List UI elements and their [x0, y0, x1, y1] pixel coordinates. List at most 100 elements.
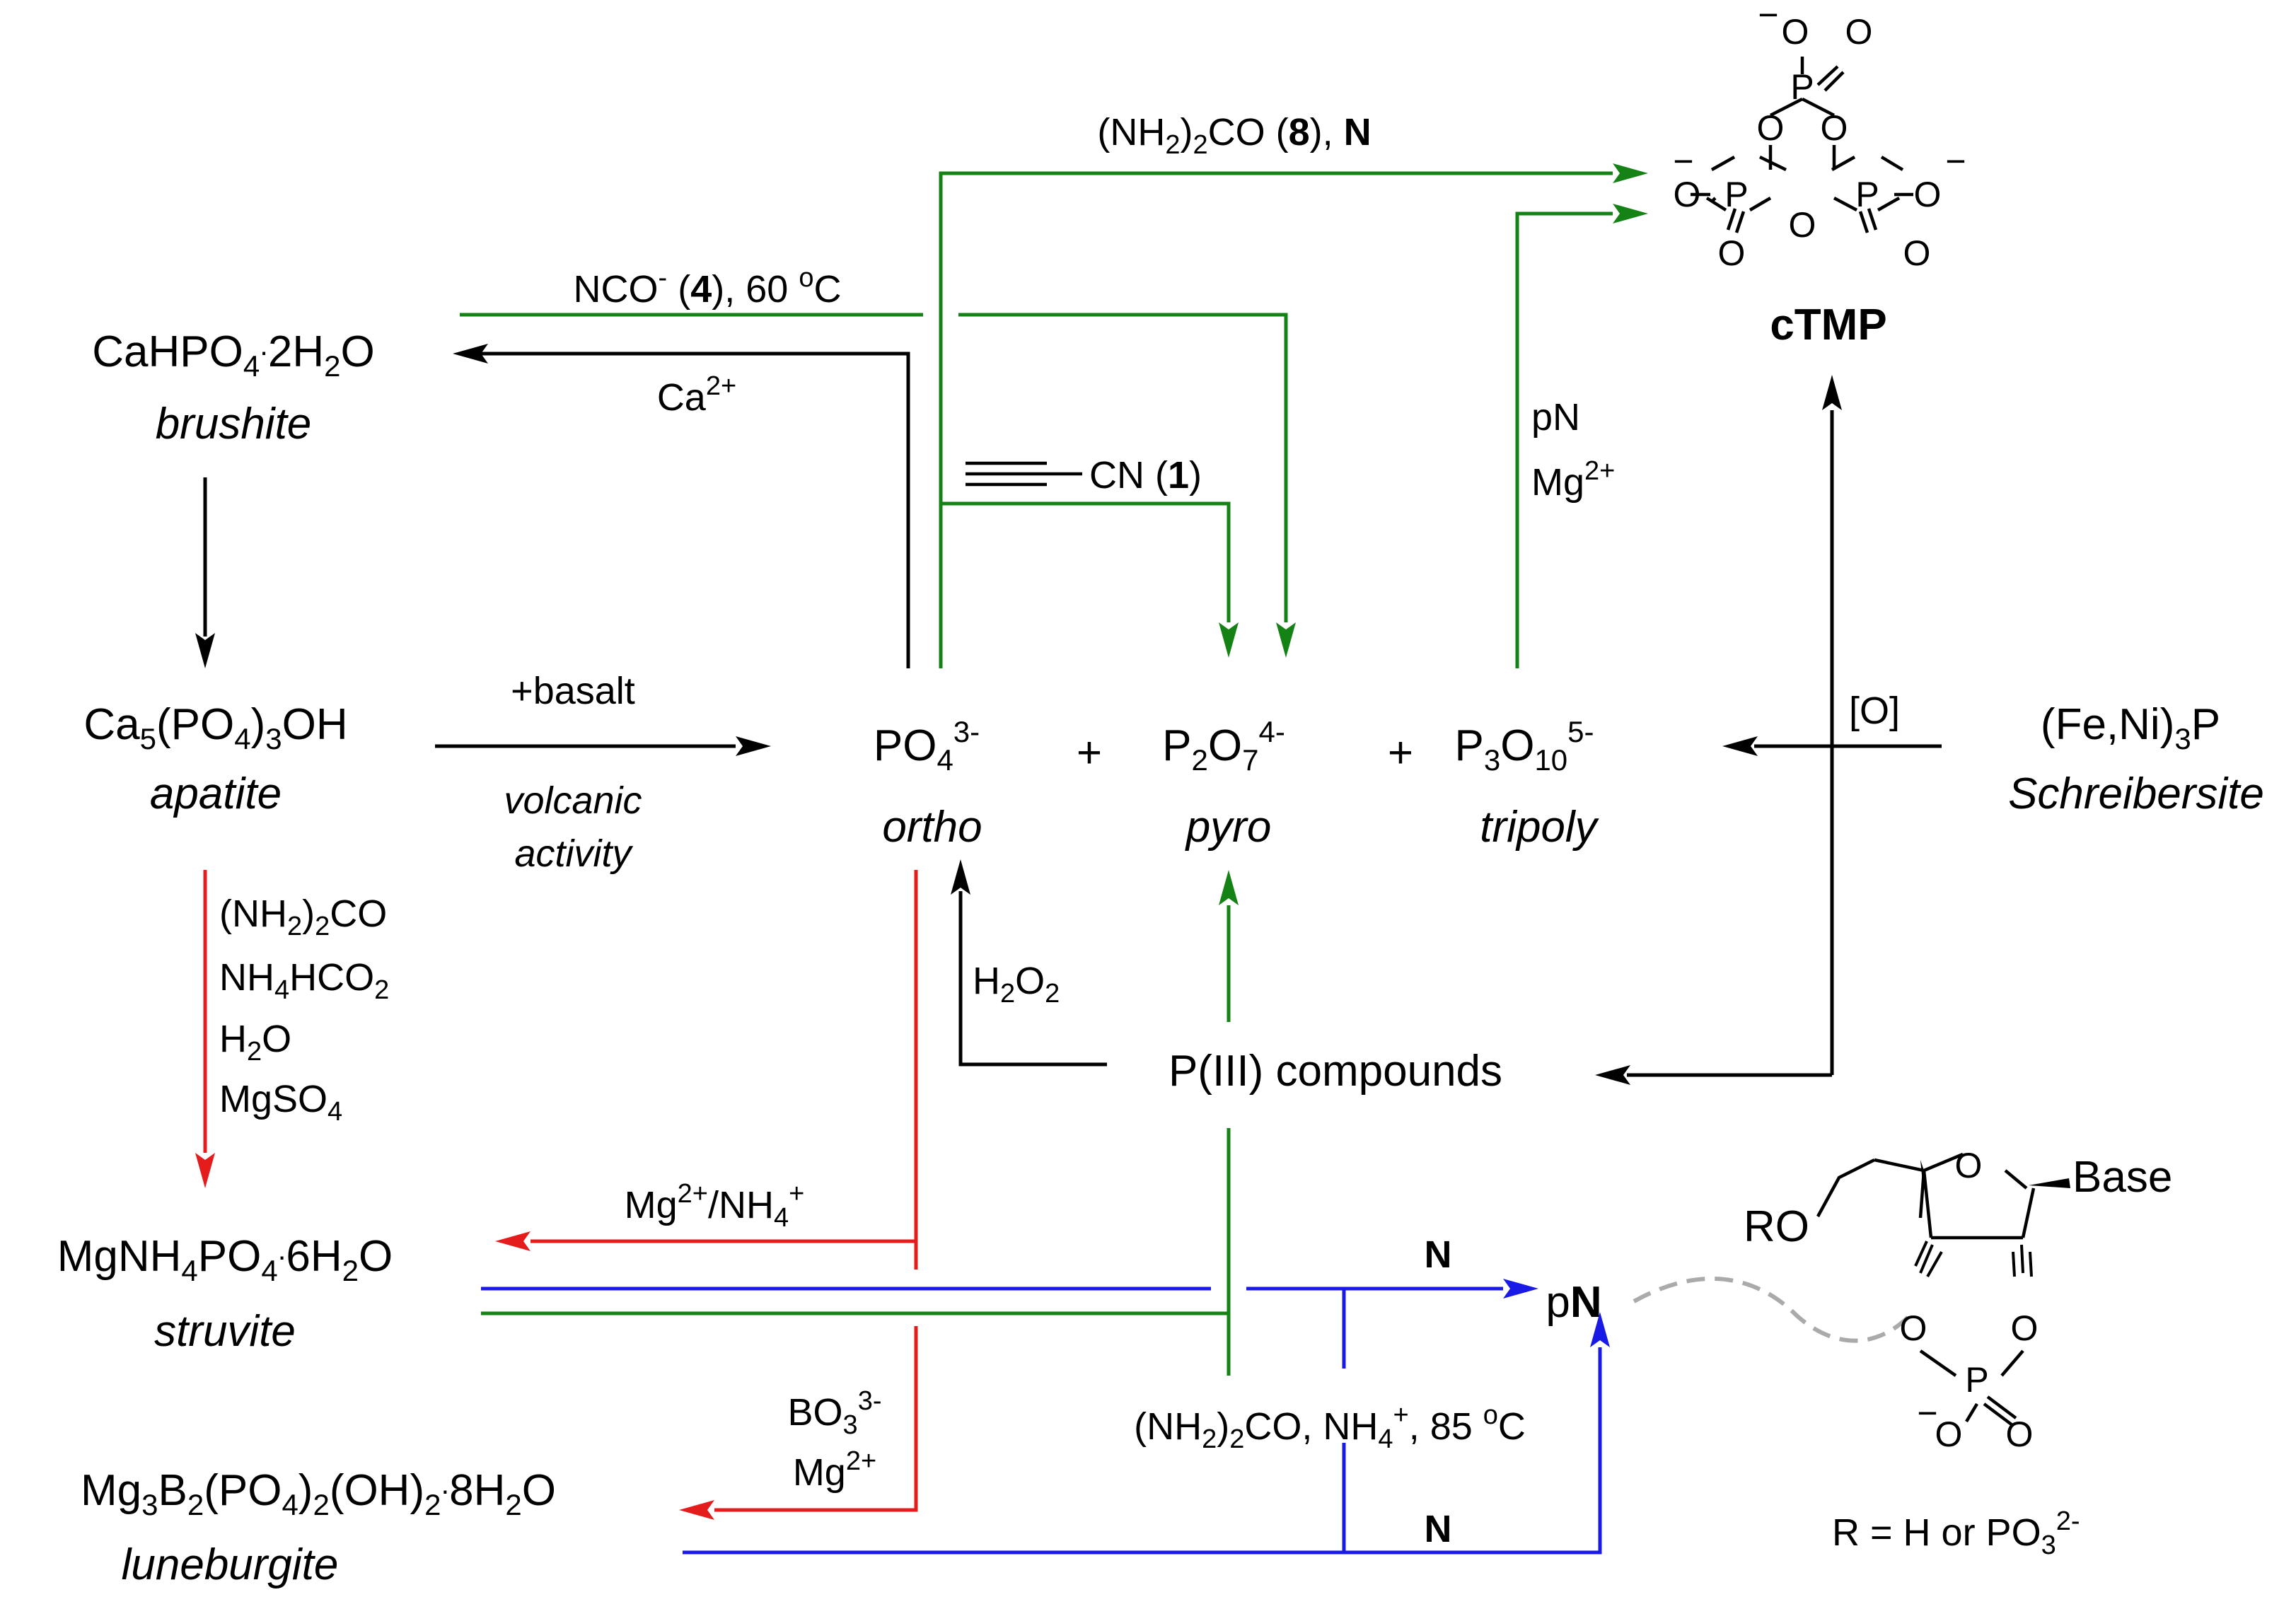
ctmp-atoms: P O − O O O P P O O − O − O O	[1673, 0, 1966, 273]
cyclic-phosphate-bonds	[1919, 1349, 2024, 1427]
brushite-formula: CaHPO4.2H2O	[92, 327, 375, 383]
oxidation-condition: [O]	[1849, 690, 1900, 732]
activity-condition: activity	[514, 832, 633, 875]
arrowhead	[1722, 736, 1758, 756]
wedge-bond	[1920, 1160, 1924, 1183]
ctmp-atom-o: O	[1914, 175, 1942, 214]
urea-reagent: (NH2)2CO	[219, 893, 387, 941]
phosphate-oxygen: O	[2011, 1308, 2039, 1348]
mineral-brushite: CaHPO4.2H2O brushite	[92, 327, 375, 448]
ortho-formula: PO43-	[874, 715, 980, 777]
hashed-bond	[1914, 1241, 1943, 1277]
peroxide-condition: H2O2	[973, 960, 1060, 1009]
apatite-formula: Ca5(PO4)3OH	[83, 700, 347, 755]
mineral-apatite: Ca5(PO4)3OH apatite	[83, 700, 347, 818]
phosphate-ortho: PO43- ortho	[874, 715, 982, 852]
arrowhead	[1276, 622, 1296, 658]
magnesium-condition-lower: Mg2+	[793, 1446, 876, 1494]
arrowhead	[495, 1231, 530, 1251]
nucleoside-label-lower: N	[1425, 1508, 1452, 1550]
to-luneburgite-arrow	[714, 1326, 918, 1512]
magnesium-sulfate-reagent: MgSO4	[219, 1078, 342, 1127]
ctmp-structure	[1691, 57, 1913, 233]
nucleoside-label-upper: N	[1425, 1233, 1452, 1276]
borate-condition: BO33-	[788, 1386, 882, 1440]
arrowhead	[195, 633, 215, 668]
ammonium-formate-reagent: NH4HCO2	[219, 956, 389, 1005]
ctmp-ring-bonds-3	[1831, 156, 1904, 171]
ctmp-atom-o: O	[1718, 233, 1746, 273]
schreibersite-name: Schreibersite	[2008, 769, 2264, 818]
arrowhead	[1822, 375, 1842, 410]
arrowhead	[1219, 870, 1239, 905]
mineral-schreibersite: (Fe,Ni)3P Schreibersite	[2008, 700, 2264, 818]
arrowhead	[736, 736, 771, 756]
ctmp-atom-p: P	[1855, 175, 1879, 214]
mineral-struvite: MgNH4PO4.6H2O struvite	[57, 1232, 393, 1356]
phosphate-oxygen: O	[1900, 1308, 1927, 1348]
magnesium-ammonium-condition: Mg2+/NH4+	[625, 1179, 805, 1233]
struvite-formula: MgNH4PO4.6H2O	[57, 1232, 393, 1287]
brushite-name: brushite	[156, 400, 312, 448]
pn-nucleotide-link	[1633, 1277, 1912, 1343]
arrowhead	[1613, 204, 1648, 223]
tripoly-to-ctmp-arrow	[1515, 211, 1613, 668]
ctmp-atom-o: O	[1674, 175, 1701, 214]
arrowhead	[195, 1153, 215, 1188]
ro-label: RO	[1744, 1202, 1809, 1251]
ortho-name: ortho	[882, 803, 982, 852]
pn-condition: pN	[1531, 396, 1580, 438]
ctmp-atom-p: P	[1724, 175, 1748, 214]
basalt-condition: +basalt	[511, 670, 635, 712]
volcanic-condition: volcanic	[504, 779, 642, 822]
tripoly-name: tripoly	[1480, 803, 1599, 852]
phosphate-p: P	[1965, 1360, 1988, 1400]
magnesium-condition: Mg2+	[1531, 456, 1615, 504]
cyanoacetylene-to-pyro-arrow	[941, 501, 1231, 622]
arrowhead	[1219, 622, 1239, 658]
luneburgite-to-pn-arrow	[683, 1347, 1602, 1555]
phosphate-oxygen: O	[2006, 1415, 2034, 1454]
ctmp-atom-o: O	[1821, 108, 1848, 148]
arrowhead	[1595, 1065, 1630, 1085]
calcium-condition: Ca2+	[657, 371, 736, 419]
p3-compounds-label: P(III) compounds	[1169, 1047, 1502, 1096]
urea-ammonium-condition: (NH2)2CO, NH4+, 85 oC	[1134, 1400, 1526, 1454]
ctmp-atom-o: O	[1789, 205, 1816, 245]
ctmp-charge: −	[1945, 141, 1966, 181]
cyanate-to-pyro-arrow	[958, 313, 1288, 622]
tripoly-formula: P3O105-	[1454, 715, 1594, 777]
ortho-to-brushite-arrow	[481, 352, 910, 668]
cyanate-condition: NCO- (4), 60 oC	[574, 263, 842, 310]
plus-sign: +	[1077, 728, 1102, 777]
phosphate-tripoly: P3O105- tripoly	[1454, 715, 1599, 852]
arrowhead	[951, 859, 970, 895]
cyanoacetylene-reagent: CN (1)	[966, 454, 1202, 496]
ctmp-label: cTMP	[1770, 301, 1886, 349]
reaction-paths	[195, 163, 1942, 1555]
ctmp-exo-bonds	[1691, 57, 1913, 233]
ctmp-atom-o: O	[1903, 233, 1931, 273]
arrowhead	[1613, 163, 1648, 183]
ctmp-ring-bonds	[1705, 97, 1901, 211]
arrowhead	[1590, 1312, 1610, 1347]
phosphate-charge: −	[1917, 1393, 1937, 1433]
struvite-name: struvite	[154, 1307, 296, 1356]
schreibersite-formula: (Fe,Ni)3P	[2041, 700, 2220, 755]
arrowhead	[453, 344, 488, 364]
r-definition: R = H or PO32-	[1832, 1506, 2080, 1560]
struvite-reagents: (NH2)2CO NH4HCO2 H2O MgSO4	[219, 893, 389, 1127]
ctmp-atom-p: P	[1790, 67, 1814, 107]
mineral-luneburgite: Mg3B2(PO4)2(OH)2.8H2O luneburgite	[81, 1466, 556, 1589]
cyclic-nucleotide-structure	[1816, 1152, 2070, 1427]
ctmp-ring-bonds-2	[1710, 155, 1787, 172]
wedge-bond	[2029, 1178, 2070, 1188]
base-label: Base	[2072, 1153, 2172, 1202]
arrowhead	[1503, 1279, 1538, 1299]
ctmp-atom-o: O	[1757, 108, 1785, 148]
p3-to-ortho-arrow	[958, 891, 1107, 1067]
luneburgite-formula: Mg3B2(PO4)2(OH)2.8H2O	[81, 1466, 556, 1521]
ctmp-atom-o: O	[1782, 12, 1809, 52]
ortho-to-ctmp-arrow	[939, 171, 1613, 668]
